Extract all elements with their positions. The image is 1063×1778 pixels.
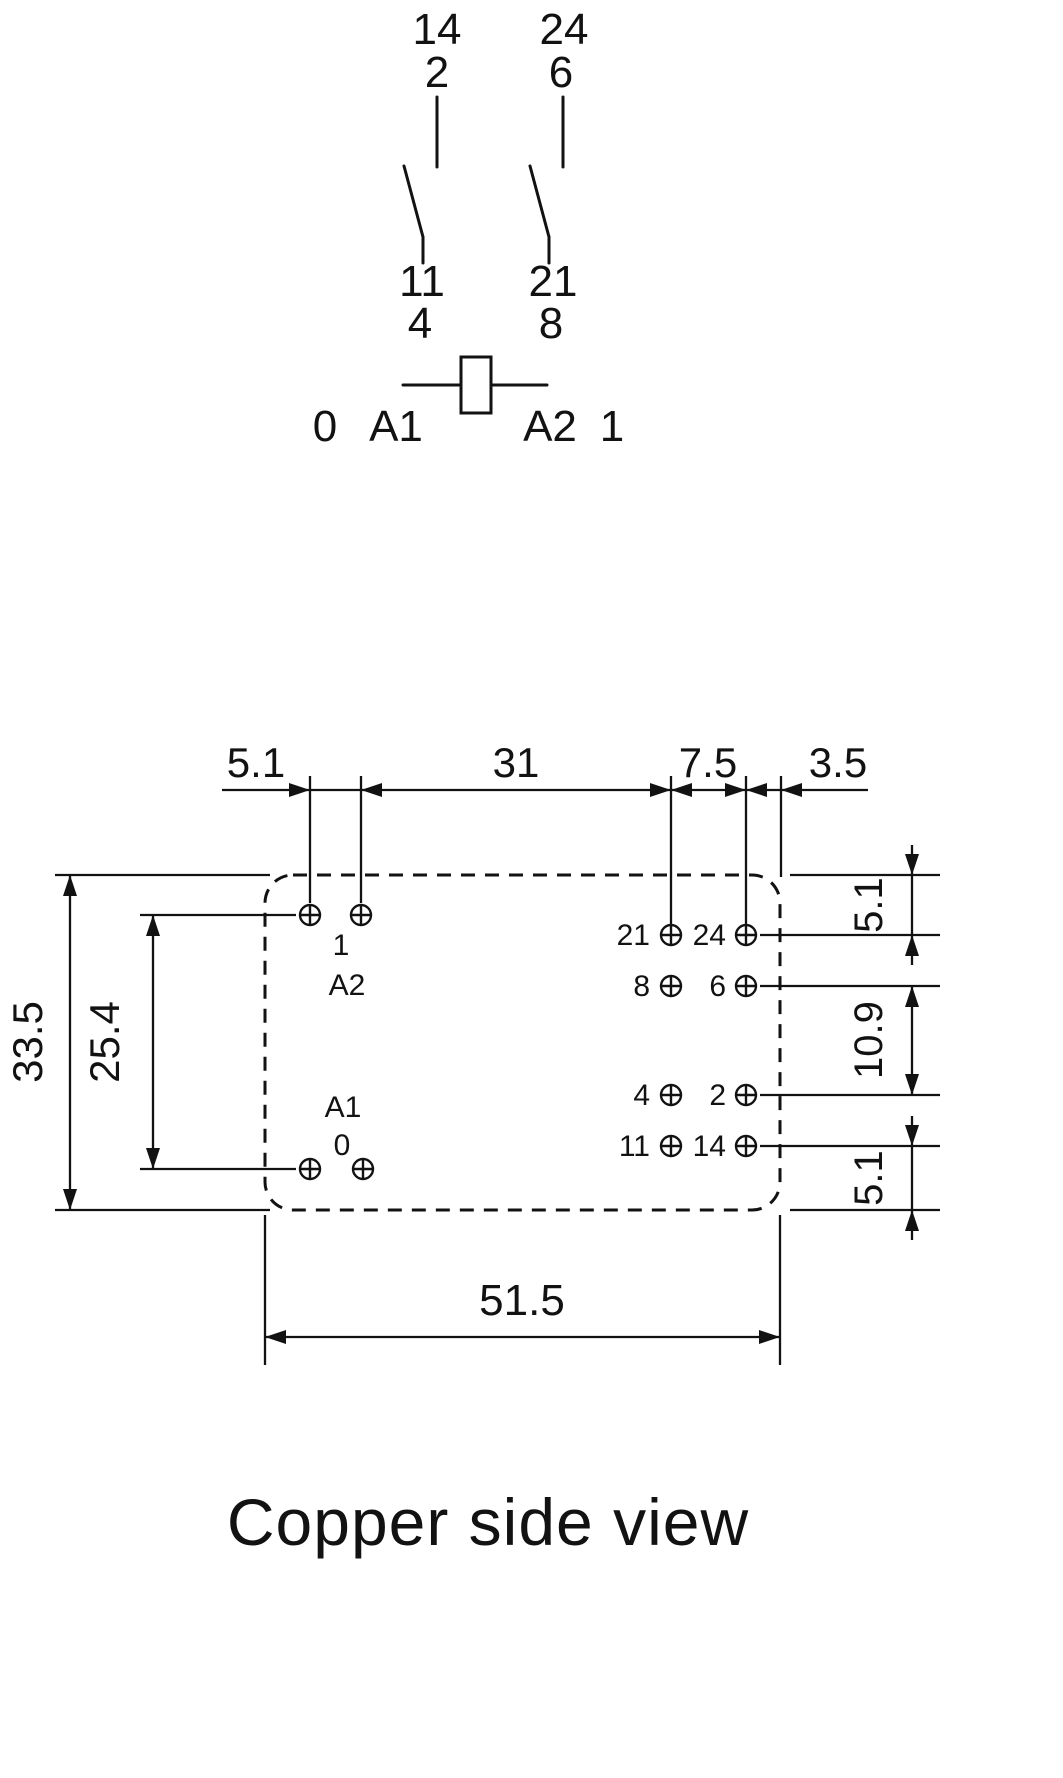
coil-label-inner-left: A1: [369, 402, 423, 451]
pin-label-a2: A2: [329, 969, 366, 1002]
pin-hole: [349, 903, 373, 927]
pin-hole: [298, 903, 322, 927]
contact-left-bottom-label-b: 4: [408, 299, 432, 348]
arrow: [905, 986, 919, 1007]
arrow: [146, 1148, 160, 1169]
pin-hole: [734, 974, 758, 998]
coil-label-outer-right: 1: [600, 402, 624, 451]
pin-hole: [734, 1134, 758, 1158]
pin-label-24: 24: [693, 919, 726, 952]
arrow: [905, 1125, 919, 1146]
pin-label-6: 6: [709, 970, 726, 1003]
pin-hole: [351, 1157, 375, 1181]
pin-label-21: 21: [617, 919, 650, 952]
arrow: [63, 875, 77, 896]
contact-left-top-label-b: 2: [425, 48, 449, 97]
contact-left-blade: [402, 164, 425, 239]
arrow: [265, 1330, 286, 1344]
pin-hole: [659, 1134, 683, 1158]
arrow: [905, 1210, 919, 1231]
dim-label-5-1-right-bottom: 5.1: [847, 1150, 891, 1206]
contact-right-top-label-a: 24: [540, 5, 589, 54]
pin-hole: [298, 1157, 322, 1181]
coil-label-inner-right: A2: [523, 402, 577, 451]
arrow: [650, 783, 671, 797]
contact-right-top-label-b: 6: [549, 48, 573, 97]
dim-label-5-1-right-top: 5.1: [847, 877, 891, 933]
schematic-diagram: 14 2 11 4 24 6 21 8 0 A1 A2 1: [313, 5, 624, 451]
arrow: [63, 1189, 77, 1210]
dim-label-33-5: 33.5: [4, 1001, 51, 1083]
dim-label-7-5: 7.5: [679, 739, 737, 786]
pin-hole: [659, 923, 683, 947]
pin-hole: [734, 1083, 758, 1107]
arrow: [781, 783, 802, 797]
arrow: [746, 783, 767, 797]
pin-hole: [659, 974, 683, 998]
contact-right-bottom-label-a: 21: [529, 257, 578, 306]
pin-label-4: 4: [633, 1079, 650, 1112]
arrow: [361, 783, 382, 797]
contact-left-top-label-a: 14: [413, 5, 462, 54]
arrow: [905, 935, 919, 956]
pin-label-0: 0: [334, 1129, 351, 1162]
arrow: [671, 783, 692, 797]
pin-hole: [734, 923, 758, 947]
arrow: [289, 783, 310, 797]
arrow: [905, 854, 919, 875]
arrow: [905, 1074, 919, 1095]
dim-label-3-5: 3.5: [809, 739, 867, 786]
contact-right-blade: [528, 164, 551, 239]
arrow: [146, 915, 160, 936]
pin-label-2: 2: [709, 1079, 726, 1112]
arrow: [725, 783, 746, 797]
footprint-drawing: 5.1 31 7.5 3.5 33.5 25.4 5.1 10.9: [4, 739, 940, 1365]
pin-label-1: 1: [333, 929, 350, 962]
pin-label-14: 14: [693, 1130, 726, 1163]
arrow: [759, 1330, 780, 1344]
coil-symbol: [459, 355, 493, 415]
dim-label-5-1-top: 5.1: [227, 739, 285, 786]
caption-copper-side-view: Copper side view: [227, 1485, 749, 1559]
dim-label-25-4: 25.4: [81, 1001, 128, 1083]
pin-label-8: 8: [633, 970, 650, 1003]
dim-label-10-9: 10.9: [847, 1001, 891, 1079]
pin-label-11: 11: [619, 1130, 650, 1163]
relay-body-outline: [263, 873, 782, 1212]
dim-label-31: 31: [493, 739, 540, 786]
contact-left-bottom-label-a: 11: [399, 257, 445, 306]
dim-label-51-5: 51.5: [479, 1276, 565, 1325]
coil-label-outer-left: 0: [313, 402, 337, 451]
pin-label-a1: A1: [325, 1091, 362, 1124]
pin-hole: [659, 1083, 683, 1107]
contact-right-bottom-label-b: 8: [539, 299, 563, 348]
